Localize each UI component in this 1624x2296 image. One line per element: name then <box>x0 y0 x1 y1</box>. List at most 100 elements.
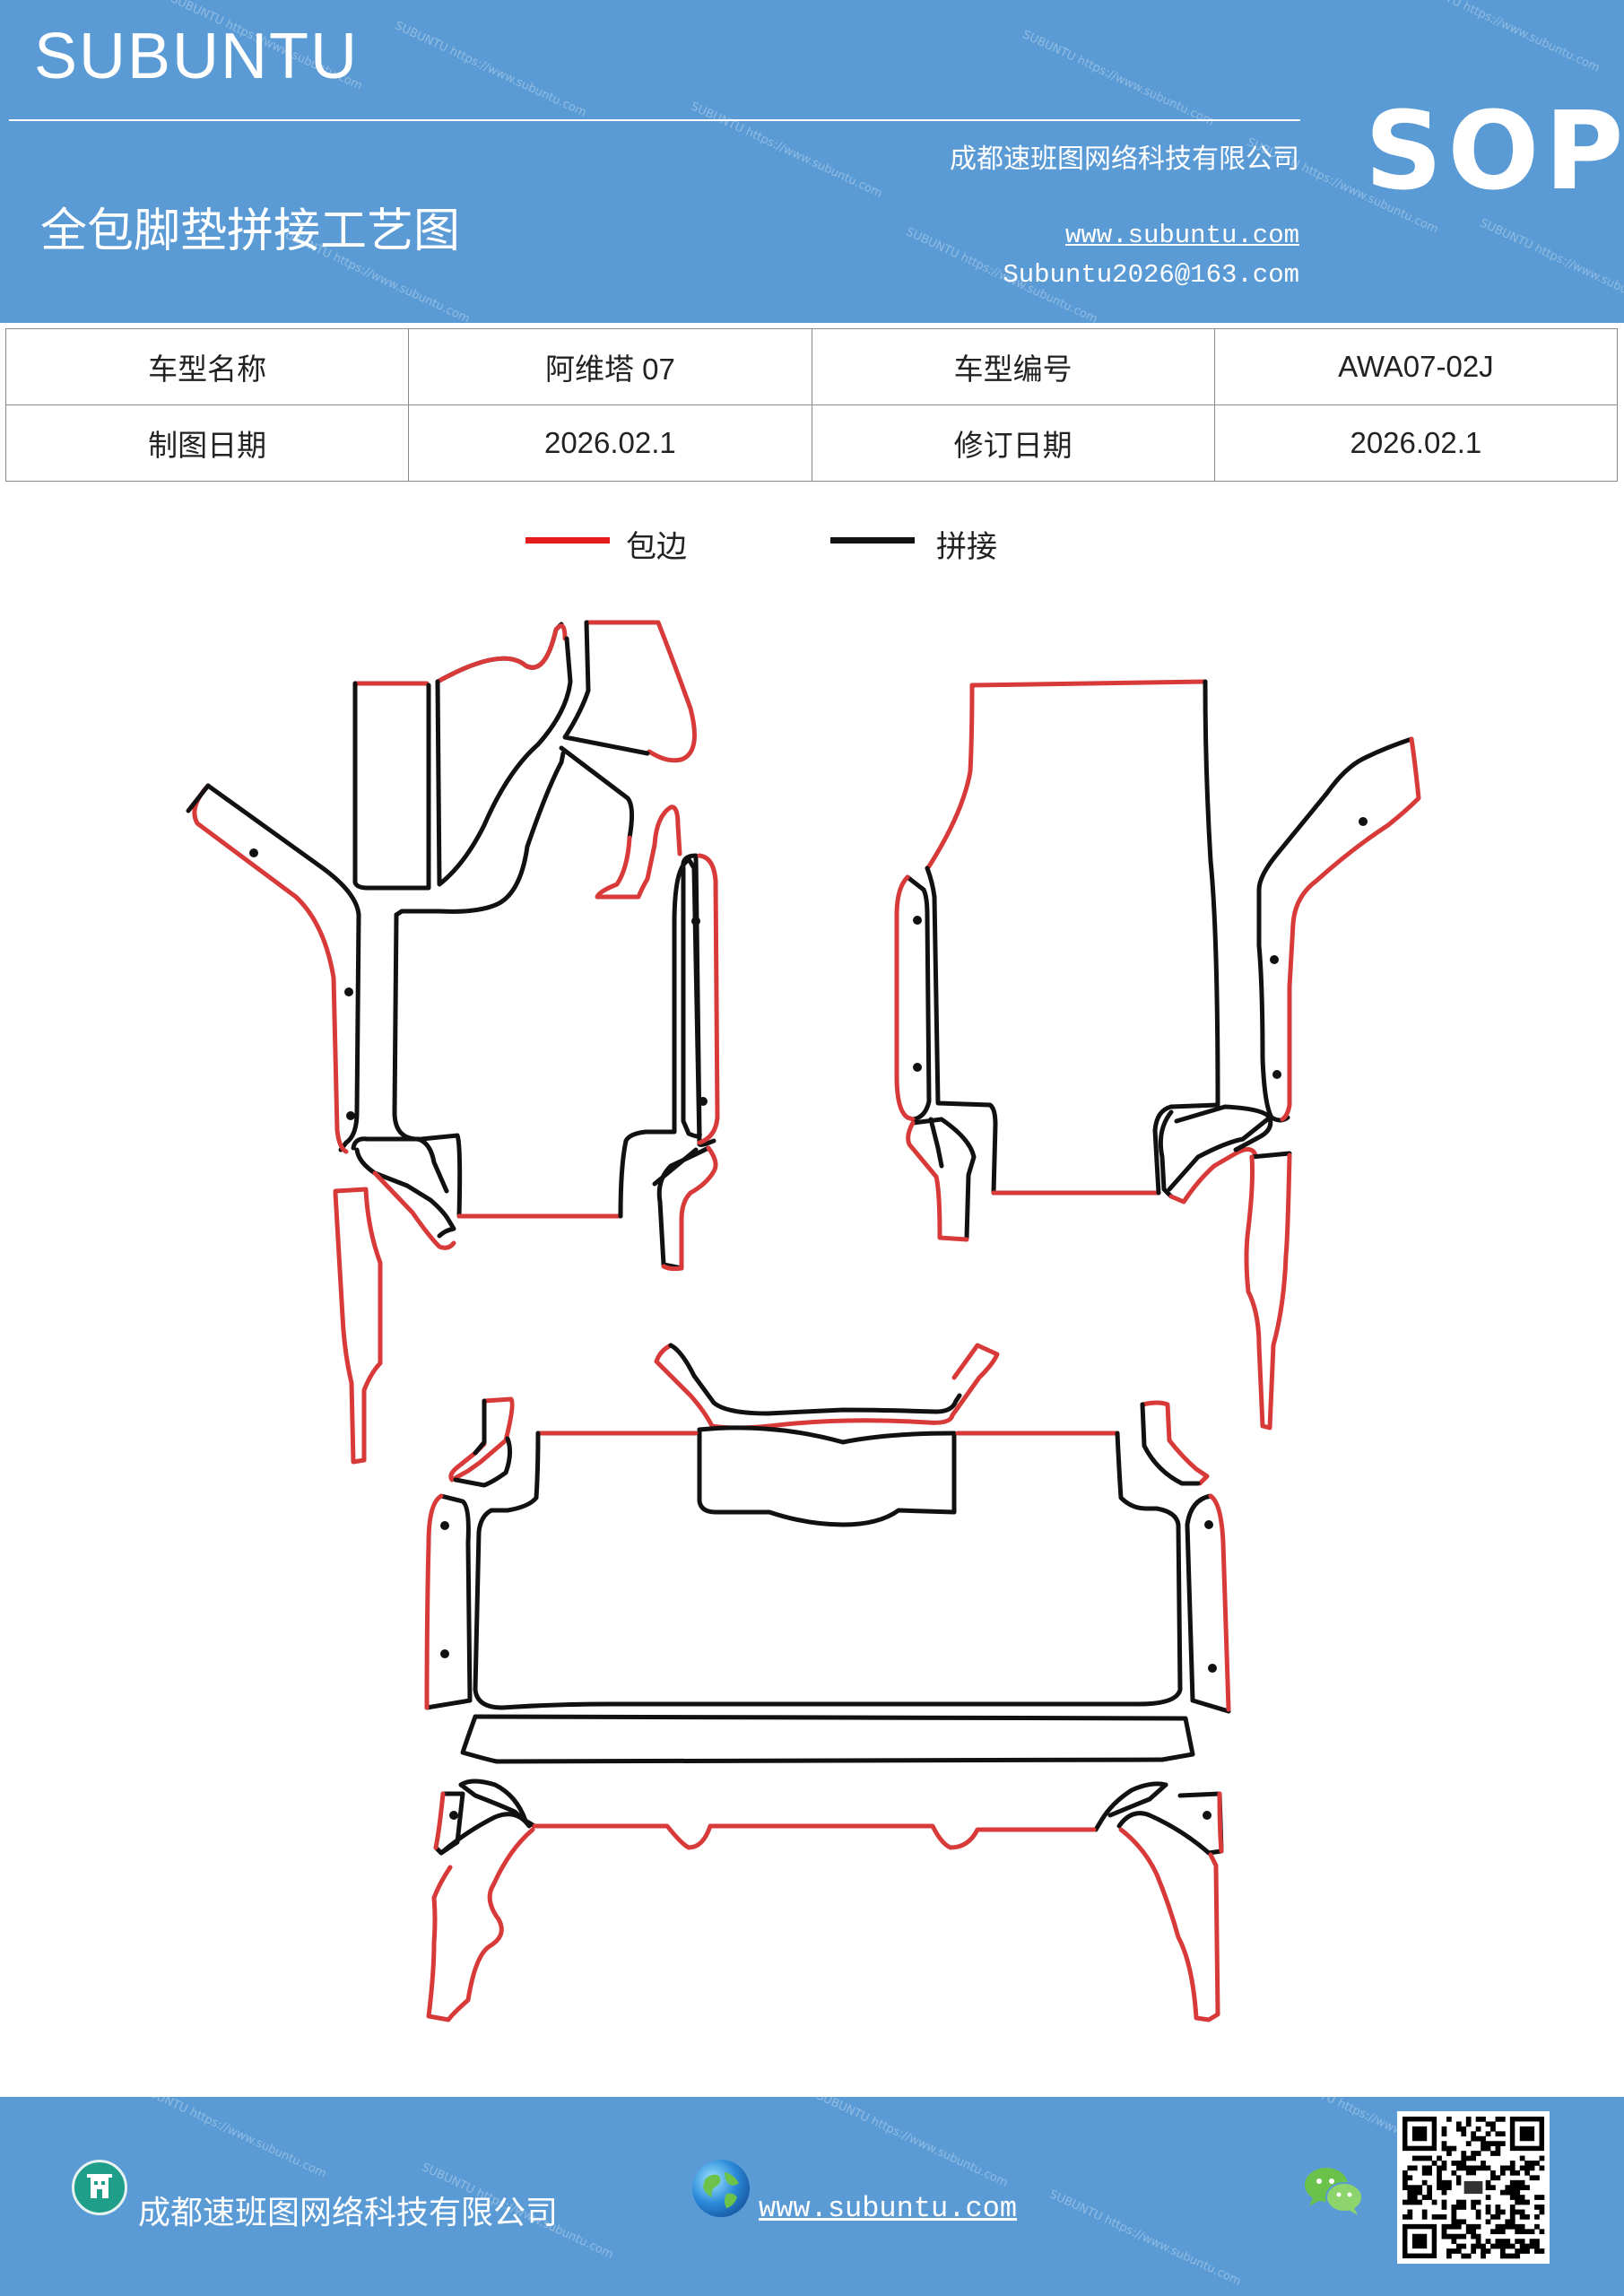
binding-edge <box>448 1396 515 1483</box>
binding-edge <box>1118 1827 1220 2022</box>
model-code-value: AWA07-02J <box>1213 328 1619 405</box>
binding-edge <box>426 1827 535 2022</box>
seam-edge <box>473 1506 1183 1710</box>
seam-edge <box>1093 1781 1168 1832</box>
page-footer: SUBUNTU https://www.subuntu.com SUBUNTU … <box>0 2097 1624 2296</box>
model-name-value: 阿维塔 07 <box>408 328 812 405</box>
seam-edge <box>1256 736 1414 1123</box>
seam-edge <box>1152 1104 1174 1196</box>
seam-edge <box>392 912 463 1219</box>
seam-edge <box>1168 679 1220 1109</box>
seam-edge <box>458 1779 537 1829</box>
seam-edge <box>394 751 566 918</box>
fastener-dot <box>1208 1664 1217 1673</box>
vehicle-info-table: 车型名称 阿维塔 07 车型编号 AWA07-02J 制图日期 2026.02.… <box>4 328 1619 482</box>
seam-edge <box>1115 1431 1159 1511</box>
seam-edge <box>354 1147 456 1239</box>
fastener-dot <box>440 1649 449 1658</box>
seam-edge <box>559 745 635 840</box>
website-link[interactable]: www.subuntu.com <box>1064 221 1299 250</box>
draw-date-value: 2026.02.1 <box>408 404 812 482</box>
seam-edge <box>1249 1151 1292 1160</box>
seam-edge <box>697 1425 957 1445</box>
footer-website-link[interactable]: www.subuntu.com <box>759 2192 1018 2225</box>
seam-edge <box>458 1782 532 1827</box>
binding-edge <box>333 1187 383 1465</box>
legend-swatch-seam <box>830 537 915 544</box>
mat-front-left <box>186 620 720 1465</box>
binding-edge <box>584 620 697 763</box>
fastener-dot <box>913 1063 922 1072</box>
binding-edge <box>925 683 975 871</box>
binding-edge <box>906 1120 969 1242</box>
binding-edge <box>654 1343 1000 1431</box>
seam-edge <box>453 1398 513 1488</box>
fastener-dot <box>249 848 258 857</box>
seam-edge <box>1116 1811 1211 1856</box>
legend-swatch-binding <box>525 537 610 544</box>
seam-edge <box>489 1431 541 1513</box>
watermark: SUBUNTU https://www.subuntu.com <box>813 2097 1011 2190</box>
fastener-dot <box>691 917 700 926</box>
page-title: 全包脚垫拼接工艺图 <box>40 204 461 258</box>
seam-edge <box>668 1343 962 1416</box>
binding-edge <box>532 1823 1097 1850</box>
seam-edge <box>1140 1402 1201 1486</box>
binding-edge <box>1140 1400 1210 1486</box>
fastener-dot <box>1203 1811 1211 1820</box>
binding-edge <box>1208 1493 1231 1712</box>
table-row: 制图日期 2026.02.1 修订日期 2026.02.1 <box>4 404 1619 482</box>
qr-code[interactable] <box>1397 2111 1550 2264</box>
seam-edge <box>1107 1782 1168 1818</box>
binding-edge <box>661 1145 718 1272</box>
binding-edge <box>372 1170 456 1250</box>
legend: 包边 拼接 <box>0 529 1624 574</box>
watermark: SUBUNTU https://www.subuntu.com <box>132 2097 329 2181</box>
fastener-dot <box>440 1521 449 1530</box>
binding-edge <box>697 853 720 1145</box>
legend-label-binding: 包边 <box>626 529 687 565</box>
binding-edge <box>433 1791 446 1850</box>
seam-edge <box>473 1714 1195 1762</box>
seam-edge <box>681 853 702 1139</box>
fastener-dot <box>346 1111 355 1120</box>
seam-edge <box>1158 1109 1174 1199</box>
seam-edge <box>1233 1115 1273 1152</box>
brand-name: SUBUNTU <box>34 21 360 92</box>
binding-edge <box>1280 736 1421 1122</box>
seam-edge <box>205 783 361 1152</box>
wechat-icon <box>1305 2168 1363 2215</box>
table-row: 车型名称 阿维塔 07 车型编号 AWA07-02J <box>4 328 1619 405</box>
seam-edge <box>562 620 650 756</box>
seam-edge <box>1167 1104 1272 1192</box>
seam-edge <box>352 681 431 891</box>
page-header: SUBUNTU https://www.subuntu.com SUBUNTU … <box>0 0 1624 323</box>
seam-edge <box>186 783 211 813</box>
seam-edge <box>925 865 998 1196</box>
mat-front-right <box>894 679 1421 1431</box>
binding-edge <box>894 874 916 1122</box>
header-divider <box>9 119 1300 121</box>
revision-date-value: 2026.02.1 <box>1213 404 1619 482</box>
watermark: SUBUNTU https://www.subuntu.com <box>1046 2187 1244 2289</box>
seam-edge <box>905 874 932 1122</box>
seam-edge <box>424 1493 473 1710</box>
revision-date-label: 修订日期 <box>811 404 1215 482</box>
fastener-dot <box>1359 817 1368 826</box>
binding-edge <box>1244 1152 1292 1431</box>
mat-rear <box>424 1343 1231 2022</box>
globe-icon <box>692 2160 750 2217</box>
seam-edge <box>435 636 573 887</box>
binding-edge <box>424 1493 444 1710</box>
email-address[interactable]: Subuntu2026@163.com <box>1003 260 1299 290</box>
seam-edge <box>439 1812 532 1856</box>
building-icon <box>72 2160 127 2215</box>
binding-edge <box>192 783 349 1154</box>
binding-edge <box>1168 1147 1258 1205</box>
footer-company-name: 成都速班图网络科技有限公司 <box>138 2195 559 2231</box>
binding-edge <box>969 679 1208 688</box>
seam-edge <box>1185 1493 1231 1714</box>
fastener-dot <box>1270 955 1279 964</box>
qr-code-graphic <box>1403 2117 1545 2259</box>
